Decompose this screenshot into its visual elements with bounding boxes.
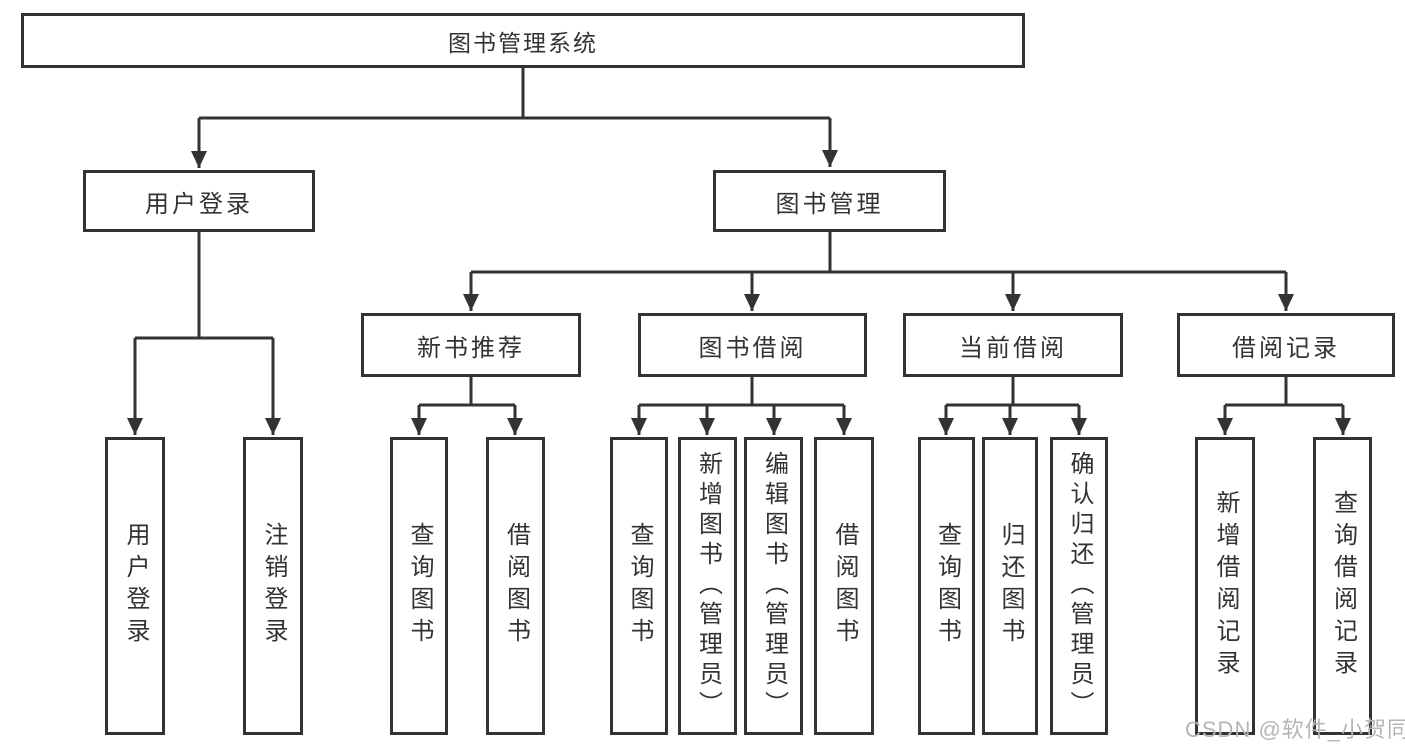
leaf-confirm-return-admin: 确认归还（管理员） bbox=[1050, 437, 1108, 735]
leaf-return-books-label: 归还图书 bbox=[997, 522, 1024, 650]
leaf-edit-books-admin: 编辑图书（管理员） bbox=[744, 437, 803, 735]
leaf-add-books-admin: 新增图书（管理员） bbox=[678, 437, 737, 735]
leaf-query-books-recommend: 查询图书 bbox=[390, 437, 448, 735]
leaf-user-login: 用户登录 bbox=[105, 437, 165, 735]
leaf-logout-login-label: 注销登录 bbox=[260, 522, 287, 650]
leaf-query-borrow-record: 查询借阅记录 bbox=[1313, 437, 1372, 735]
leaf-return-books: 归还图书 bbox=[982, 437, 1038, 735]
node-root: 图书管理系统 bbox=[21, 13, 1025, 68]
node-new-book-recommend: 新书推荐 bbox=[361, 313, 581, 377]
leaf-query-borrow-record-label: 查询借阅记录 bbox=[1329, 490, 1357, 682]
leaf-confirm-return-admin-label: 确认归还（管理员） bbox=[1066, 451, 1093, 721]
leaf-borrow-books-recommend: 借阅图书 bbox=[486, 437, 545, 735]
leaf-query-books-borrowing: 查询图书 bbox=[610, 437, 668, 735]
leaf-add-borrow-record: 新增借阅记录 bbox=[1195, 437, 1255, 735]
leaf-query-books-recommend-label: 查询图书 bbox=[406, 522, 433, 650]
leaf-query-books-borrowing-label: 查询图书 bbox=[626, 522, 653, 650]
node-current-borrowing: 当前借阅 bbox=[903, 313, 1123, 377]
node-book-management: 图书管理 bbox=[713, 170, 946, 232]
leaf-borrow-books-recommend-label: 借阅图书 bbox=[502, 522, 530, 650]
node-book-management-label: 图书管理 bbox=[775, 190, 884, 218]
watermark: CSDN @软件_小贺同学 bbox=[1185, 717, 1405, 742]
node-borrowing-records-label: 借阅记录 bbox=[1232, 334, 1340, 362]
leaf-logout-login: 注销登录 bbox=[243, 437, 303, 735]
node-book-borrowing-label: 图书借阅 bbox=[698, 334, 807, 362]
leaf-query-books-current: 查询图书 bbox=[918, 437, 975, 735]
leaf-edit-books-admin-label: 编辑图书（管理员） bbox=[760, 451, 788, 721]
node-new-book-recommend-label: 新书推荐 bbox=[417, 334, 525, 362]
node-current-borrowing-label: 当前借阅 bbox=[959, 334, 1067, 362]
leaf-add-books-admin-label: 新增图书（管理员） bbox=[694, 451, 722, 721]
node-user-login-label: 用户登录 bbox=[145, 190, 253, 218]
leaf-add-borrow-record-label: 新增借阅记录 bbox=[1212, 490, 1239, 682]
leaf-user-login-label: 用户登录 bbox=[122, 522, 149, 650]
leaf-borrow-books-borrowing: 借阅图书 bbox=[814, 437, 874, 735]
node-user-login: 用户登录 bbox=[83, 170, 315, 232]
node-borrowing-records: 借阅记录 bbox=[1177, 313, 1395, 377]
leaf-borrow-books-borrowing-label: 借阅图书 bbox=[831, 522, 858, 650]
leaf-query-books-current-label: 查询图书 bbox=[933, 522, 961, 650]
node-root-label: 图书管理系统 bbox=[448, 29, 598, 56]
node-book-borrowing: 图书借阅 bbox=[638, 313, 867, 377]
